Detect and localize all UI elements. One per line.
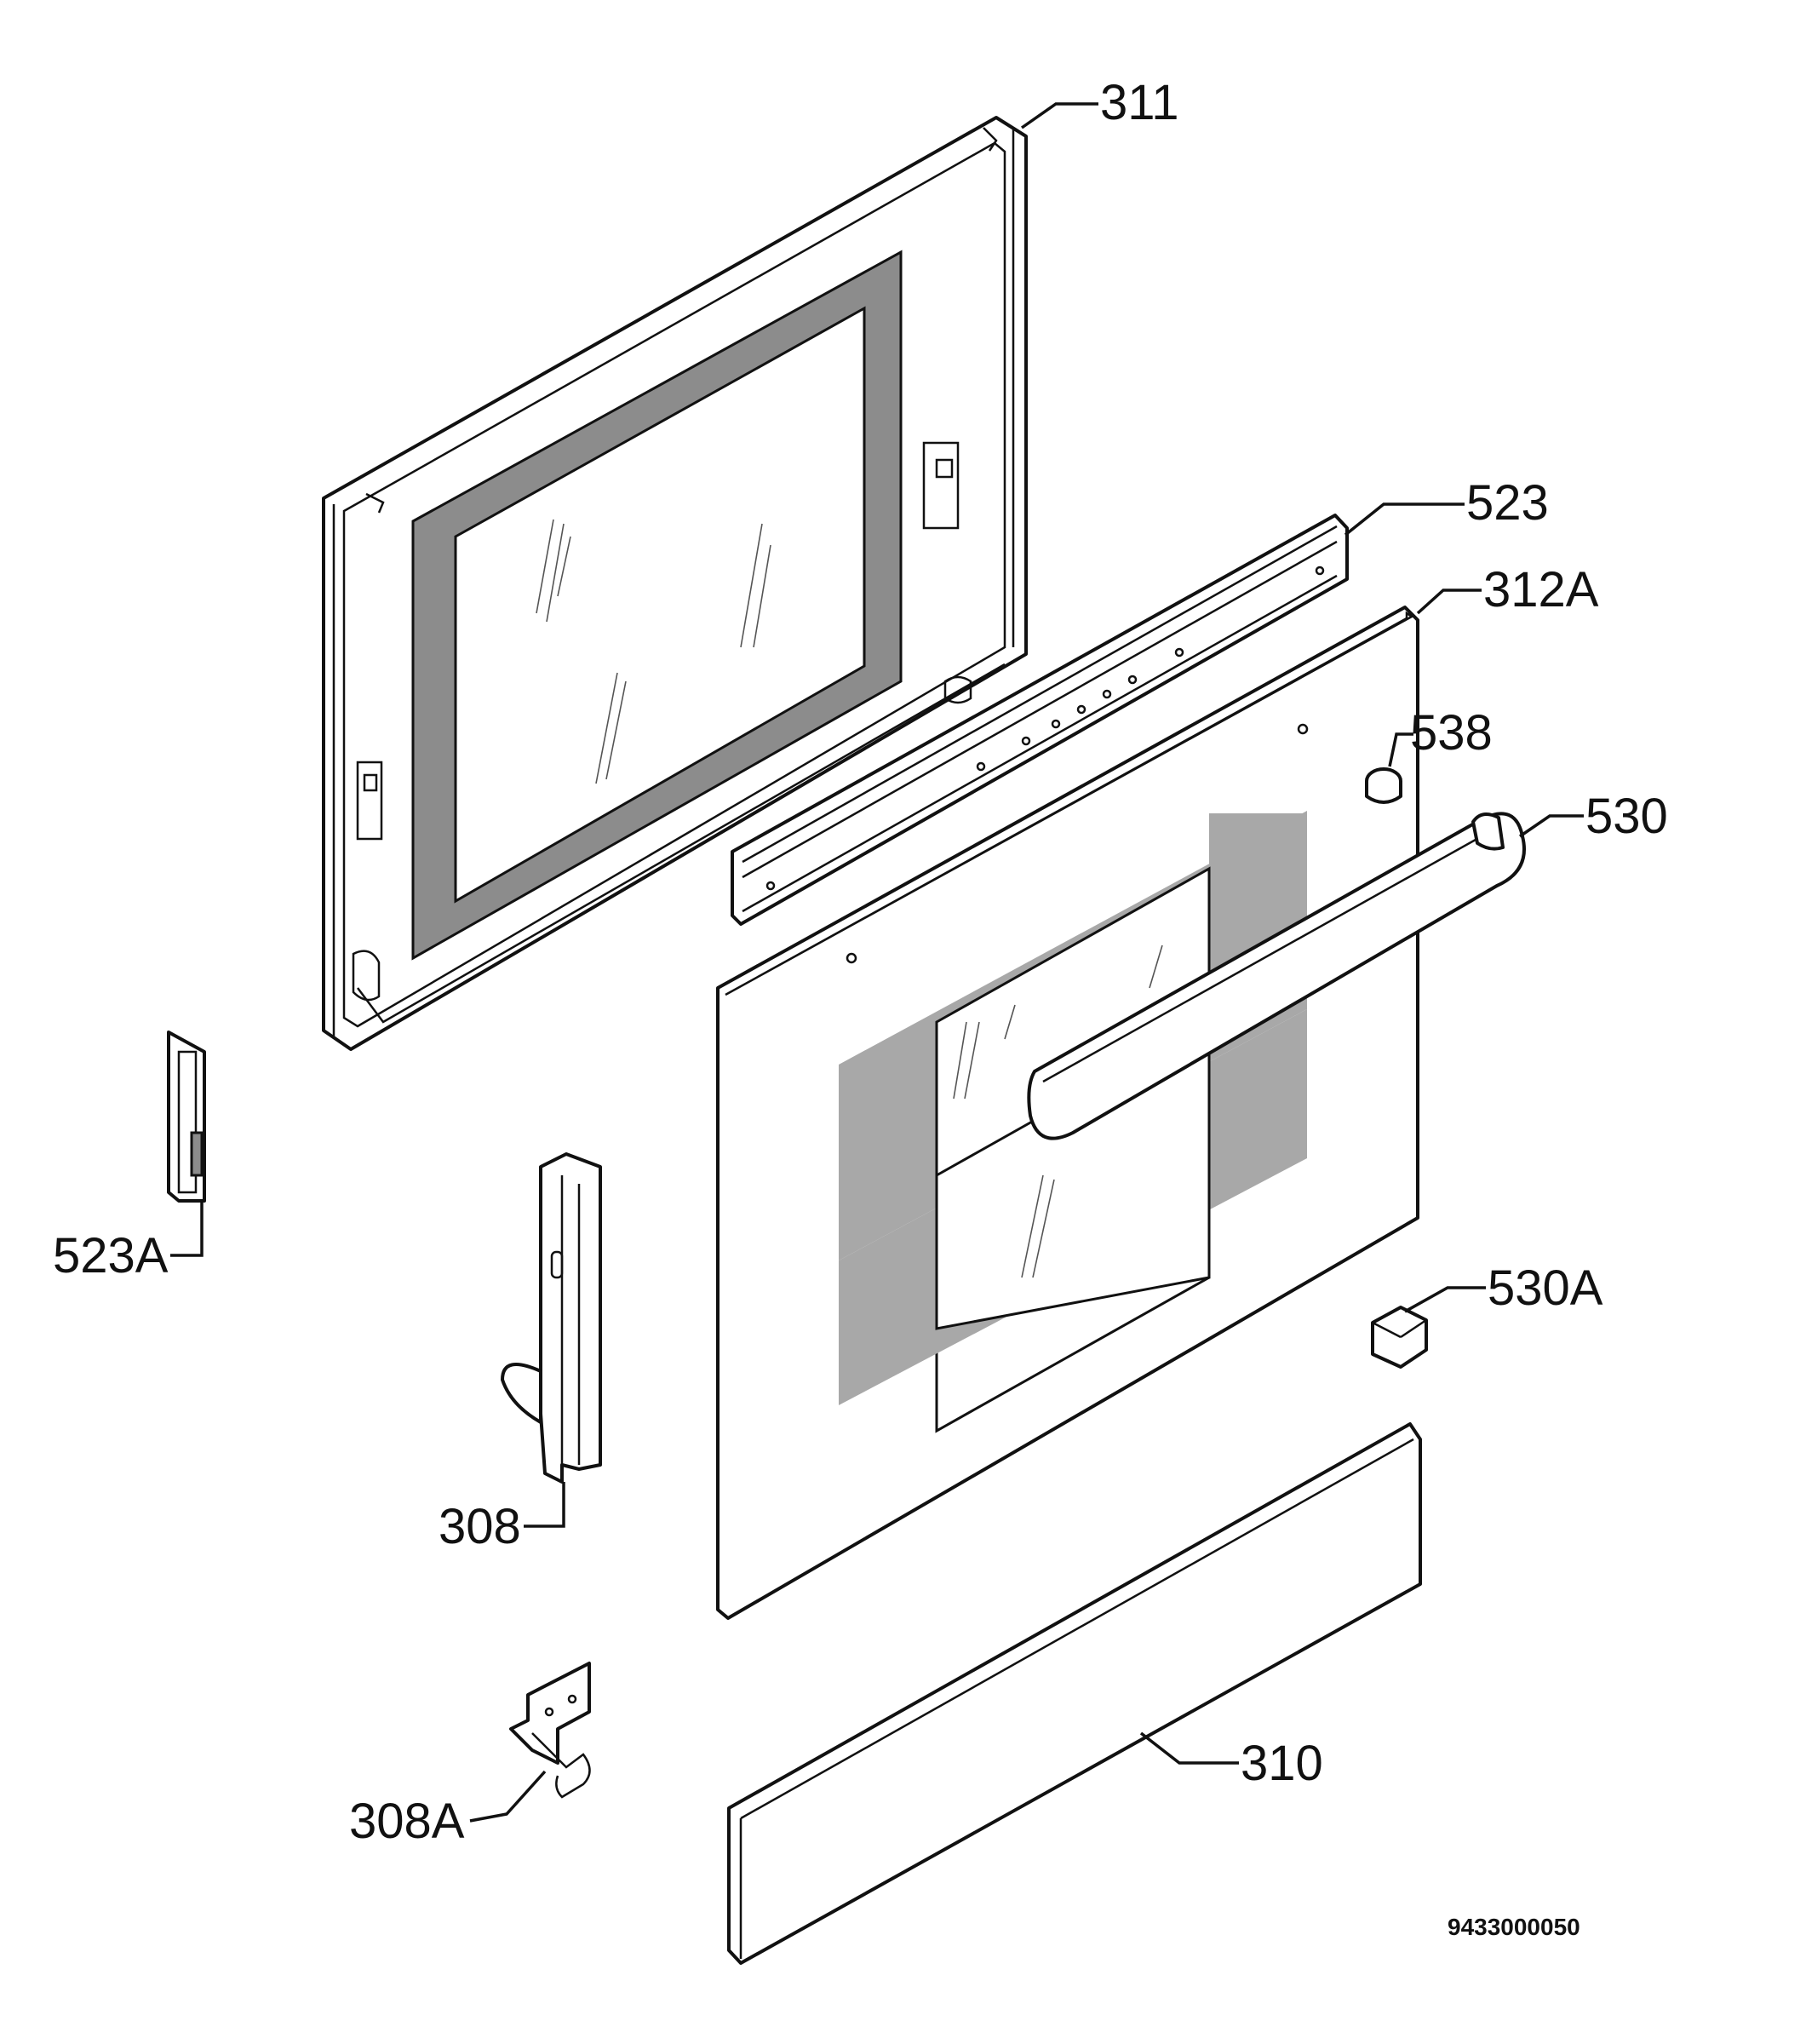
part-530a-end-cap bbox=[1371, 1306, 1428, 1369]
drawing-number: 9433000050 bbox=[1448, 1914, 1580, 1940]
label-523a: 523A bbox=[53, 1228, 169, 1283]
label-308a: 308A bbox=[349, 1794, 465, 1849]
label-310: 310 bbox=[1241, 1736, 1323, 1791]
label-530: 530 bbox=[1585, 789, 1668, 844]
label-311: 311 bbox=[1100, 75, 1178, 130]
part-308-hinge bbox=[501, 1152, 602, 1484]
label-523: 523 bbox=[1466, 475, 1549, 531]
part-310-kick-panel bbox=[727, 1422, 1422, 1965]
label-312a: 312A bbox=[1483, 562, 1599, 617]
label-308: 308 bbox=[439, 1499, 521, 1554]
part-523-top-rail bbox=[731, 514, 1349, 926]
label-530a: 530A bbox=[1488, 1260, 1603, 1316]
part-530-handle bbox=[1027, 812, 1526, 1140]
part-308a-hinge-bracket bbox=[509, 1662, 591, 1799]
part-523a-latch bbox=[167, 1031, 206, 1203]
label-538: 538 bbox=[1410, 705, 1493, 761]
part-538-spacer bbox=[1365, 767, 1402, 804]
leader-lines bbox=[170, 102, 1584, 1823]
part-311-inner-door-frame bbox=[322, 116, 1028, 1051]
